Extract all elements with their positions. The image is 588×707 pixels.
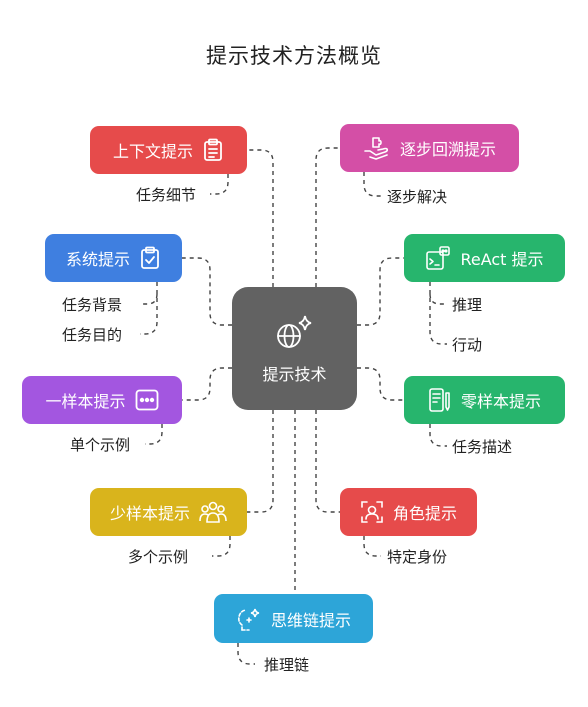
detail-react-1: 行动 (452, 335, 483, 354)
detail-connector-cot (237, 643, 255, 665)
detail-connector-system (140, 282, 158, 335)
ellipsis-icon (135, 389, 158, 411)
node-label: ReAct 提示 (460, 250, 544, 269)
node-label: 一样本提示 (45, 392, 126, 411)
connector-stepback (315, 147, 340, 287)
detail-connector-zero-shot (429, 424, 447, 447)
detail-system-0: 任务背景 (62, 295, 123, 314)
node-label: 思维链提示 (270, 610, 351, 630)
detail-cot-0: 推理链 (264, 655, 310, 674)
detail-stepback-0: 逐步解决 (387, 187, 448, 206)
detail-one-shot-0: 单个示例 (70, 435, 131, 454)
node-react[interactable]: ReAct 提示 (404, 234, 565, 282)
node-label: 角色提示 (392, 504, 457, 523)
center-node[interactable]: 提示技术 (232, 287, 357, 410)
head-sparkle-icon (237, 608, 260, 631)
node-role[interactable]: 角色提示 (340, 488, 477, 536)
detail-connector-stepback (363, 172, 381, 197)
node-few-shot[interactable]: 少样本提示 (90, 488, 247, 536)
clipboard-check-icon (141, 246, 159, 269)
detail-zero-shot-0: 任务描述 (452, 437, 513, 456)
connector-react (357, 257, 404, 326)
hand-puzzle-icon (364, 137, 389, 160)
detail-connector-role (363, 536, 381, 557)
clipboard-icon (204, 138, 222, 161)
connector-role (315, 410, 340, 513)
node-label: 少样本提示 (109, 504, 190, 523)
detail-few-shot-0: 多个示例 (128, 547, 189, 566)
node-context[interactable]: 上下文提示 (90, 126, 247, 174)
globe-sparkle-icon (276, 315, 311, 348)
connector-context (247, 149, 274, 287)
detail-connector-few-shot (212, 536, 231, 557)
group-icon (199, 501, 227, 523)
terminal-robot-icon (426, 246, 451, 270)
detail-react-0: 推理 (452, 295, 483, 314)
detail-connector-react (429, 282, 447, 345)
detail-system-1: 任务目的 (62, 325, 123, 344)
node-system[interactable]: 系统提示 (45, 234, 182, 282)
connector-zero-shot (357, 367, 404, 401)
node-cot[interactable]: 思维链提示 (214, 594, 373, 643)
node-one-shot[interactable]: 一样本提示 (22, 376, 182, 424)
connector-one-shot (182, 367, 232, 401)
connector-system (182, 257, 232, 326)
detail-connector-one-shot (145, 424, 163, 445)
center-label: 提示技术 (262, 364, 327, 384)
node-stepback[interactable]: 逐步回溯提示 (340, 124, 519, 172)
connector-few-shot (247, 410, 274, 513)
document-pen-icon (429, 388, 450, 412)
detail-connector-context (210, 174, 229, 195)
node-label: 逐步回溯提示 (399, 140, 496, 159)
detail-role-0: 特定身份 (387, 547, 448, 566)
page-title: 提示技术方法概览 (206, 44, 382, 68)
detail-context-0: 任务细节 (136, 185, 197, 204)
node-label: 系统提示 (65, 250, 130, 269)
face-scan-icon (361, 501, 383, 523)
node-label: 零样本提示 (460, 392, 541, 411)
node-zero-shot[interactable]: 零样本提示 (404, 376, 565, 424)
node-label: 上下文提示 (112, 142, 193, 161)
